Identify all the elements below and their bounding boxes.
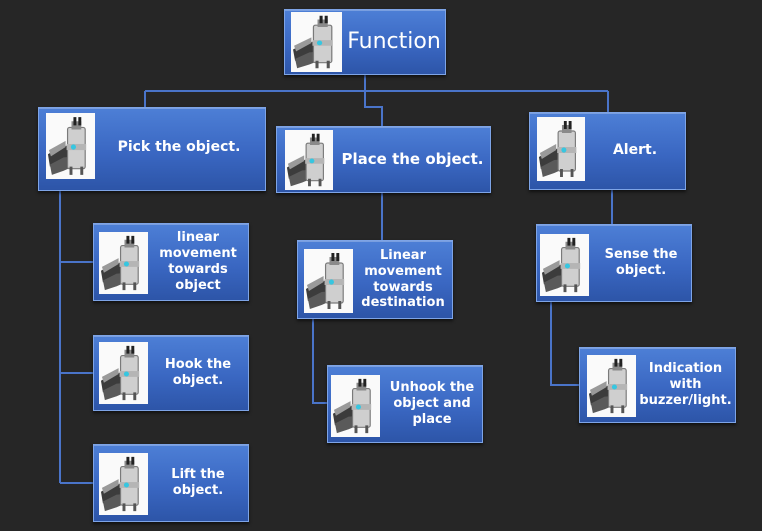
node-function[interactable]: Function [284,9,446,75]
robot-gripper-icon [587,355,636,417]
robot-gripper-icon [99,232,148,294]
node-hook-the-object[interactable]: Hook the object. [93,335,249,411]
node-alert-child-2-label: Indication with buzzer/light. [639,361,732,408]
robot-gripper-icon [291,12,342,72]
node-place-the-object[interactable]: Place the object. [276,126,491,193]
node-linear-movement-towards-destination[interactable]: Linear movement towards destination [297,240,453,319]
node-unhook-the-object-and-place[interactable]: Unhook the object and place [327,365,483,443]
robot-gripper-icon [99,453,148,515]
robot-gripper-icon [540,234,589,296]
node-lift-the-object[interactable]: Lift the object. [93,444,249,522]
node-place-label: Place the object. [341,149,484,168]
connector-alert-spine [550,302,579,386]
node-pick-child-1-label: linear movement towards object [159,230,237,293]
node-alert-child-1-label: Sense the object. [604,247,678,278]
robot-gripper-icon [537,117,585,181]
node-indication-with-buzzer-light[interactable]: Indication with buzzer/light. [579,347,736,423]
robot-gripper-icon [99,342,148,404]
node-pick-child-2-label: Hook the object. [164,357,232,388]
node-alert[interactable]: Alert. [529,112,686,190]
robot-gripper-icon [331,375,380,437]
node-place-child-1-label: Linear movement towards destination [361,247,445,311]
node-alert-label: Alert. [612,142,658,159]
node-linear-movement-towards-object[interactable]: linear movement towards object [93,223,249,301]
robot-gripper-icon [46,113,95,179]
robot-gripper-icon [304,249,353,313]
node-pick-label: Pick the object. [117,139,241,156]
node-pick-the-object[interactable]: Pick the object. [38,107,266,191]
node-pick-child-3-label: Lift the object. [171,467,225,498]
connector-to-place [364,91,383,126]
node-sense-the-object[interactable]: Sense the object. [536,224,692,302]
node-place-child-2-label: Unhook the object and place [389,380,475,427]
robot-gripper-icon [285,130,333,190]
connector-place-spine [312,319,327,404]
node-function-label: Function [347,28,441,54]
